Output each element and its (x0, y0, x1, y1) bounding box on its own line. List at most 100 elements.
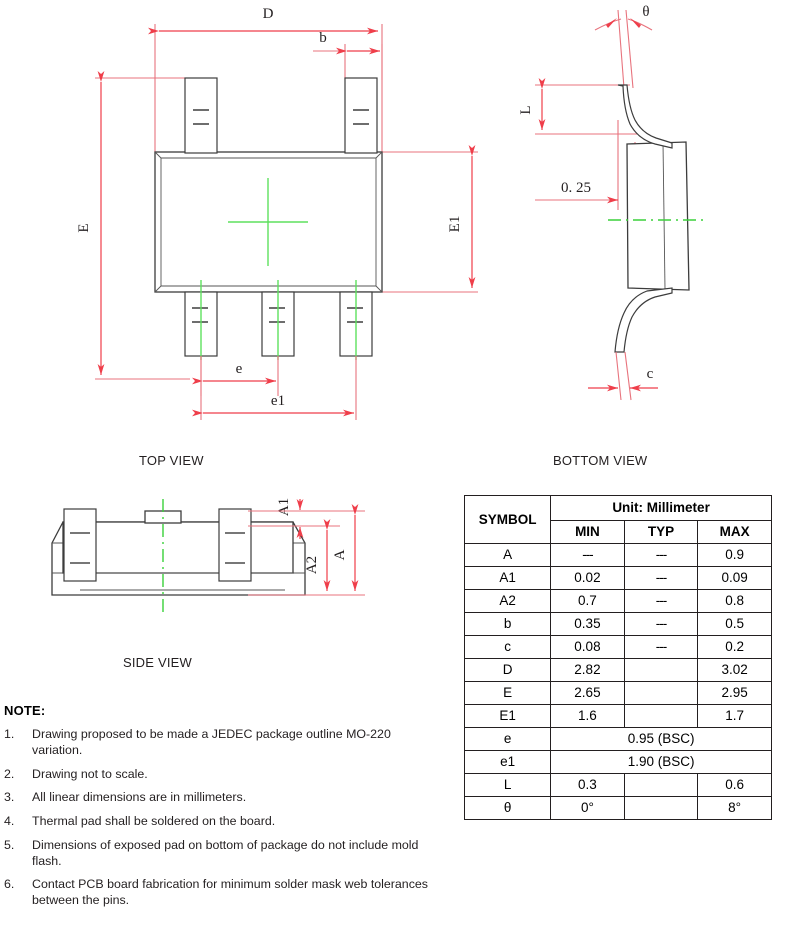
cell-min: 0.7 (550, 589, 625, 613)
dimension-theta: θ (594, 4, 653, 89)
notes-section: NOTE: 1. Drawing proposed to be made a JE… (4, 703, 434, 917)
note-text: Dimensions of exposed pad on bottom of p… (32, 837, 419, 868)
cell-min: 2.82 (550, 658, 625, 682)
header-min: MIN (550, 520, 625, 544)
table-header-row-1: SYMBOL Unit: Millimeter (463, 495, 772, 544)
lead-top-left (184, 77, 218, 154)
note-number: 2. (4, 766, 15, 781)
cell-min: 0° (550, 796, 625, 820)
dimension-E1: E1 (382, 145, 478, 293)
note-text: Contact PCB board fabrication for minimu… (32, 877, 428, 907)
cell-symbol: A2 (463, 589, 552, 613)
cell-max: 8° (697, 796, 772, 820)
note-item: 4. Thermal pad shall be soldered on the b… (4, 814, 434, 830)
side-lead-right (218, 508, 252, 582)
note-number: 1. (4, 727, 15, 741)
dimension-label-A: A (332, 549, 348, 560)
note-text: Drawing proposed to be made a JEDEC pack… (32, 727, 391, 757)
table-row: A------0.9 (463, 543, 772, 567)
lead-top-right (344, 77, 378, 154)
bottom-view-svg: θ L 0. 25 (518, 4, 705, 401)
cell-typ (623, 681, 699, 705)
notes-title: NOTE: (4, 703, 46, 718)
cell-symbol: L (463, 773, 552, 797)
cell-symbol: D (463, 658, 552, 682)
header-symbol: SYMBOL (463, 495, 552, 544)
bottom-view-label: BOTTOM VIEW (553, 453, 648, 468)
note-item: 3.All linear dimensions are in millimete… (4, 790, 434, 806)
header-max: MAX (697, 520, 772, 544)
cell-max: 1.7 (697, 704, 772, 728)
table-header-row-2: MIN TYP MAX (465, 520, 772, 544)
cell-max: 0.6 (697, 773, 772, 797)
cell-max: 0.8 (697, 589, 772, 613)
dimension-label-theta: θ (642, 4, 649, 20)
note-item: 1. Drawing proposed to be made a JEDEC pa… (4, 727, 434, 759)
cell-min: 0.08 (550, 635, 625, 659)
cell-min: 1.6 (550, 704, 625, 728)
note-item: 6.Contact PCB board fabrication for mini… (4, 877, 434, 909)
dimension-label-e1: e1 (271, 393, 285, 409)
cell-symbol: E (463, 681, 552, 705)
dimension-label-L: L (518, 105, 534, 114)
cell-symbol: e1 (463, 750, 552, 774)
cell-symbol: e (463, 727, 552, 751)
dimension-L: L (518, 78, 637, 135)
cell-symbol: θ (463, 796, 552, 820)
side-view-svg: A1 A2 A (51, 498, 365, 613)
cell-typ: --- (623, 566, 699, 590)
package-body-profile (626, 141, 690, 291)
dimension-label-c: c (647, 366, 654, 382)
cell-typ: --- (623, 612, 699, 636)
side-view-label: SIDE VIEW (123, 655, 192, 670)
cell-min: 0.35 (550, 612, 625, 636)
cell-symbol: c (463, 635, 552, 659)
dimension-b: b (313, 30, 383, 80)
cell-max: 2.95 (697, 681, 772, 705)
note-text: Drawing not to scale. (32, 766, 148, 781)
note-text: Thermal pad shall be soldered on the boa… (32, 814, 276, 828)
dimension-label-A1: A1 (276, 498, 292, 516)
cell-typ (623, 796, 699, 820)
cell-min: 0.02 (550, 566, 625, 590)
dimension-E: E (76, 71, 190, 380)
cell-min: --- (550, 543, 625, 567)
cell-symbol: A (463, 543, 552, 567)
cell-max: 0.5 (697, 612, 772, 636)
cell-symbol: b (463, 612, 552, 636)
cell-typ (623, 704, 699, 728)
table-head: SYMBOL Unit: Millimeter MIN TYP MAX (463, 495, 772, 544)
cell-typ: --- (623, 543, 699, 567)
cell-symbol: A1 (463, 566, 552, 590)
dimension-label-D: D (263, 6, 274, 22)
side-lead-left (63, 508, 97, 582)
cell-typ: --- (623, 635, 699, 659)
note-number: 5. (4, 837, 15, 852)
gullwing-lead-top (617, 84, 673, 149)
header-unit: Unit: Millimeter (550, 495, 772, 521)
cell-typ: --- (623, 589, 699, 613)
specification-table: SYMBOL Unit: Millimeter MIN TYP MAX A---… (463, 495, 772, 820)
dimension-label-b: b (319, 30, 327, 46)
cell-spanned-value: 1.90 (BSC) (550, 750, 772, 774)
cell-symbol: E1 (463, 704, 552, 728)
note-number: 4. (4, 814, 15, 828)
side-view-drawing: A1 A2 A SIDE VIEW (0, 485, 450, 675)
centerlines-green (200, 178, 357, 360)
cell-max: 3.02 (697, 658, 772, 682)
header-typ: TYP (623, 520, 699, 544)
dimension-label-e: e (236, 361, 243, 377)
cell-min: 0.3 (550, 773, 625, 797)
cell-spanned-value: 0.95 (BSC) (550, 727, 772, 751)
cell-typ (623, 773, 699, 797)
